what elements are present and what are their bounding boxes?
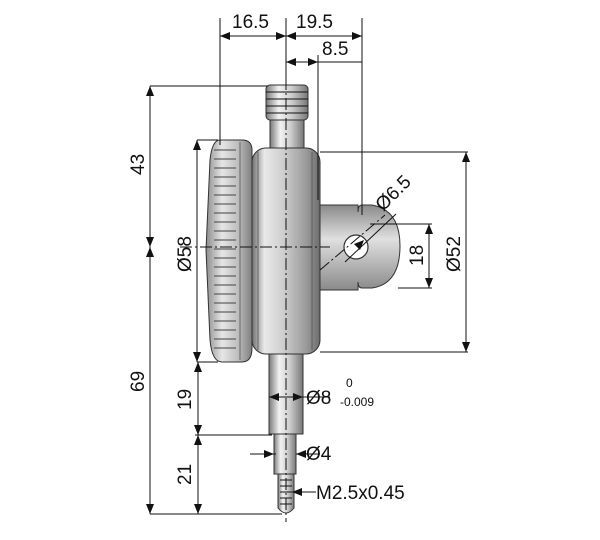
- dim-19: 19: [175, 389, 196, 410]
- dim-ø52: Ø52: [444, 236, 465, 272]
- dim-ø58: Ø58: [175, 236, 196, 272]
- dim-ø4: Ø4: [306, 444, 332, 465]
- dimension-lines: [146, 18, 470, 515]
- dim-ø8-tol-lower: -0.009: [340, 395, 374, 409]
- dim-8-5: 8.5: [322, 39, 348, 60]
- dim-43: 43: [128, 154, 149, 175]
- dim-21: 21: [175, 464, 196, 485]
- dim-ø8-tol-upper: 0: [346, 376, 353, 390]
- spindle-cap: [265, 84, 309, 151]
- indicator-part: [180, 58, 401, 522]
- dim-19-5: 19.5: [296, 12, 333, 33]
- dim-69: 69: [128, 371, 149, 392]
- knurled-bezel: [205, 139, 253, 363]
- dim-ø8: Ø8: [306, 388, 331, 409]
- dim-thread: M2.5x0.45: [316, 483, 405, 504]
- dim-18: 18: [407, 245, 428, 266]
- dim-16-5: 16.5: [232, 12, 269, 33]
